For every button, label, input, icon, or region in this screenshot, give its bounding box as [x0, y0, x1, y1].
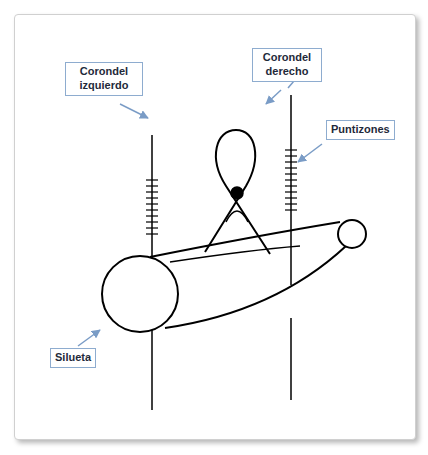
- silhouette-outline: [165, 246, 346, 328]
- chain-line: [151, 330, 153, 410]
- callout-box: Corondel izquierdo: [65, 62, 143, 96]
- figure-dot: [231, 187, 243, 199]
- leader-arrow: [120, 104, 148, 118]
- leader-arrow: [78, 330, 100, 346]
- callout-label: Corondel derecho: [257, 51, 317, 79]
- figure-detail: [226, 211, 248, 222]
- callout-box: Puntizones: [326, 120, 395, 140]
- chain-line: [290, 318, 292, 400]
- chain-line: [290, 95, 292, 285]
- wire-stitches: [285, 150, 297, 210]
- loop-figure: [205, 130, 270, 254]
- leader-arrow: [266, 90, 281, 104]
- callout-box: Silueta: [50, 348, 96, 368]
- silhouette-circle: [338, 220, 366, 248]
- callout-label: Puntizones: [331, 123, 390, 137]
- callout-box: Corondel derecho: [252, 48, 322, 82]
- leader-arrow: [298, 144, 322, 162]
- wire-stitches: [146, 180, 158, 234]
- silhouette-inner: [170, 246, 300, 262]
- callout-label: Silueta: [55, 351, 91, 365]
- silhouette-circle: [102, 256, 178, 332]
- callout-label: Corondel izquierdo: [70, 65, 138, 93]
